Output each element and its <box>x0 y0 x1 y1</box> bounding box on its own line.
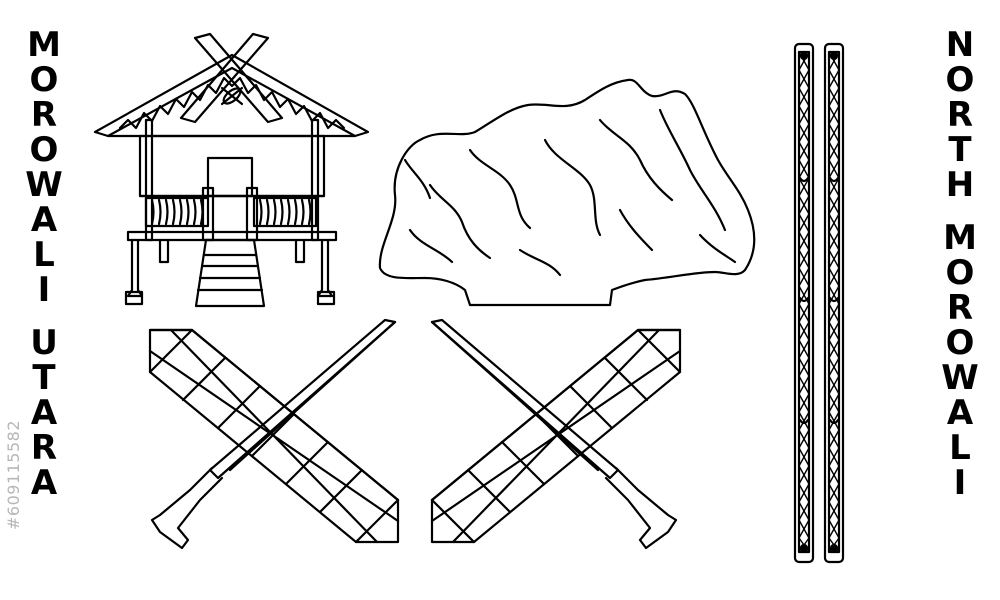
label-letter: L <box>33 235 55 275</box>
label-letter: O <box>29 60 59 100</box>
label-letter: R <box>946 288 974 328</box>
label-letter: W <box>25 165 63 205</box>
label-letter: M <box>27 25 61 65</box>
label-letter: T <box>948 130 972 170</box>
label-letter: I <box>37 270 51 310</box>
label-letter: T <box>32 358 56 398</box>
label-letter: O <box>945 60 975 100</box>
label-letter: L <box>949 428 971 468</box>
label-letter: W <box>941 358 979 398</box>
rock-boulder-icon <box>378 78 756 307</box>
label-letter: R <box>946 95 974 135</box>
label-letter: A <box>30 393 58 433</box>
label-letter: I <box>953 463 967 503</box>
label-letter: O <box>945 253 975 293</box>
traditional-house-icon <box>93 32 370 308</box>
label-letter: R <box>30 428 58 468</box>
label-letter: A <box>946 393 974 433</box>
crossed-machetes-icon <box>148 318 682 550</box>
label-letter: R <box>30 95 58 135</box>
label-letter: U <box>30 323 58 363</box>
label-letter: H <box>945 165 975 205</box>
carved-staffs-icon <box>793 42 845 564</box>
label-letter: O <box>945 323 975 363</box>
label-letter: A <box>30 463 58 503</box>
label-letter: O <box>29 130 59 170</box>
label-letter: N <box>945 25 975 65</box>
label-letter: A <box>30 200 58 240</box>
label-letter: M <box>943 218 977 258</box>
